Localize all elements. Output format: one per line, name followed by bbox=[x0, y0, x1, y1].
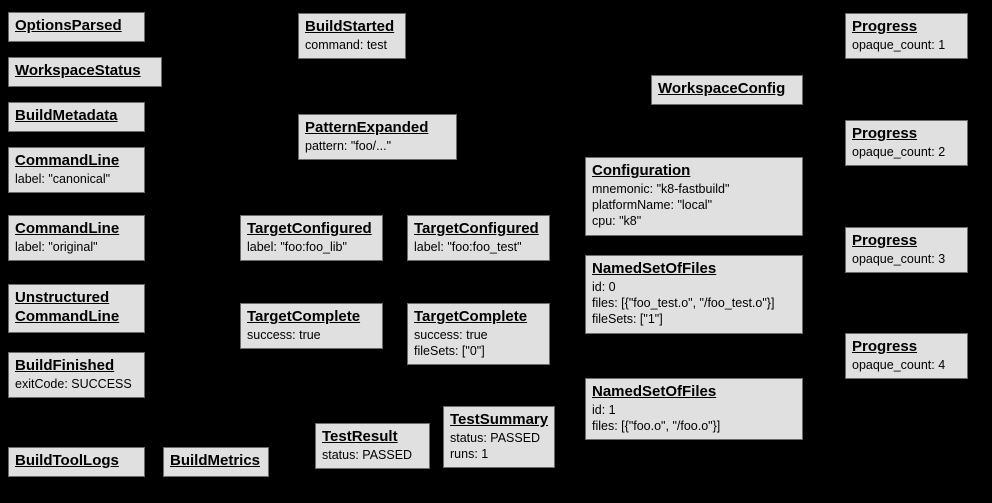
event-box-title: BuildMetrics bbox=[170, 452, 261, 469]
event-box-field: exitCode: SUCCESS bbox=[15, 376, 132, 391]
event-box-progress-3: Progress opaque_count: 3 bbox=[845, 227, 968, 273]
event-box-field: opaque_count: 3 bbox=[852, 251, 946, 266]
event-box-target-configured-foo-test: TargetConfigured label: "foo:foo_test" bbox=[407, 215, 550, 261]
event-box-target-configured-foo-lib: TargetConfigured label: "foo:foo_lib" bbox=[240, 215, 383, 261]
event-box-named-set-of-files-0: NamedSetOfFiles id: 0 files: [{"foo_test.o… bbox=[585, 255, 803, 334]
event-box-field: label: "canonical" bbox=[15, 171, 111, 186]
event-box-title: Progress bbox=[852, 338, 918, 355]
event-box-unstructured-command-line: Unstructured CommandLine bbox=[8, 284, 145, 333]
event-box-field: opaque_count: 2 bbox=[852, 144, 946, 159]
event-box-field: runs: 1 bbox=[450, 447, 489, 461]
event-box-title: Progress bbox=[852, 232, 918, 249]
event-box-build-finished: BuildFinished exitCode: SUCCESS bbox=[8, 352, 145, 398]
event-box-title: BuildMetadata bbox=[15, 107, 118, 124]
event-box-options-parsed: OptionsParsed bbox=[8, 12, 145, 42]
event-box-field: id: 0 bbox=[592, 279, 616, 294]
event-box-title: TargetConfigured bbox=[247, 220, 372, 237]
event-box-title: TargetComplete bbox=[247, 308, 361, 325]
event-box-field: success: true bbox=[414, 327, 488, 342]
event-box-title: TargetConfigured bbox=[414, 220, 539, 237]
event-box-field: cpu: "k8" bbox=[592, 214, 642, 229]
event-box-field: opaque_count: 4 bbox=[852, 357, 946, 372]
event-box-target-complete-foo-test: TargetComplete success: true fileSets: ["0… bbox=[407, 303, 550, 366]
event-box-test-summary: TestSummary status: PASSED runs: 1 bbox=[443, 406, 556, 469]
event-box-progress-4: Progress opaque_count: 4 bbox=[845, 333, 968, 379]
event-box-field: id: 1 bbox=[592, 402, 616, 417]
event-box-field: files: [{"foo.o", "/foo.o"}] bbox=[592, 419, 721, 433]
event-box-field: pattern: "foo/..." bbox=[305, 138, 392, 153]
event-box-field: mnemonic: "k8-fastbuild" bbox=[592, 181, 730, 196]
event-box-field: platformName: "local" bbox=[592, 198, 713, 212]
event-box-workspace-config: WorkspaceConfig bbox=[651, 75, 803, 105]
event-box-target-complete-foo-lib: TargetComplete success: true bbox=[240, 303, 383, 349]
event-box-title: PatternExpanded bbox=[305, 119, 429, 136]
event-box-command-line-original: CommandLine label: "original" bbox=[8, 215, 145, 261]
event-box-title: TestResult bbox=[322, 428, 398, 445]
event-box-title: Progress bbox=[852, 125, 918, 142]
event-box-title: Progress bbox=[852, 18, 918, 35]
event-box-title: WorkspaceStatus bbox=[15, 62, 141, 79]
event-box-title: CommandLine bbox=[15, 152, 120, 169]
event-box-field: label: "foo:foo_test" bbox=[414, 239, 522, 254]
event-box-build-started: BuildStarted command: test bbox=[298, 13, 406, 59]
event-box-title: OptionsParsed bbox=[15, 17, 122, 34]
event-box-field: status: PASSED bbox=[322, 447, 413, 462]
event-box-title: TargetComplete bbox=[414, 308, 528, 325]
event-box-progress-1: Progress opaque_count: 1 bbox=[845, 13, 968, 59]
event-box-title: Configuration bbox=[592, 162, 691, 179]
event-box-title: BuildToolLogs bbox=[15, 452, 119, 469]
event-box-title: Unstructured CommandLine bbox=[15, 289, 120, 325]
event-box-progress-2: Progress opaque_count: 2 bbox=[845, 120, 968, 166]
event-box-title: NamedSetOfFiles bbox=[592, 383, 717, 400]
event-box-field: fileSets: ["1"] bbox=[592, 312, 663, 327]
event-box-field: label: "original" bbox=[15, 239, 98, 254]
event-box-title: BuildStarted bbox=[305, 18, 395, 35]
event-box-named-set-of-files-1: NamedSetOfFiles id: 1 files: [{"foo.o", "/… bbox=[585, 378, 803, 441]
event-box-field: opaque_count: 1 bbox=[852, 37, 946, 52]
event-box-field: success: true bbox=[247, 327, 321, 342]
event-box-title: WorkspaceConfig bbox=[658, 80, 786, 97]
event-box-field: fileSets: ["0"] bbox=[414, 344, 485, 358]
event-box-build-metadata: BuildMetadata bbox=[8, 102, 145, 132]
event-box-title: NamedSetOfFiles bbox=[592, 260, 717, 277]
event-box-build-metrics: BuildMetrics bbox=[163, 447, 269, 477]
event-box-command-line-canonical: CommandLine label: "canonical" bbox=[8, 147, 145, 193]
event-box-workspace-status: WorkspaceStatus bbox=[8, 57, 162, 87]
event-box-test-result: TestResult status: PASSED bbox=[315, 423, 430, 469]
event-box-build-tool-logs: BuildToolLogs bbox=[8, 447, 145, 477]
event-box-title: TestSummary bbox=[450, 411, 549, 428]
event-box-title: CommandLine bbox=[15, 220, 120, 237]
event-box-title: BuildFinished bbox=[15, 357, 115, 374]
event-box-field: files: [{"foo_test.o", "/foo_test.o"}] bbox=[592, 296, 775, 310]
event-box-configuration: Configuration mnemonic: "k8-fastbuild" pla… bbox=[585, 157, 803, 236]
event-box-field: status: PASSED bbox=[450, 430, 541, 445]
event-box-field: label: "foo:foo_lib" bbox=[247, 239, 347, 254]
event-box-pattern-expanded: PatternExpanded pattern: "foo/..." bbox=[298, 114, 457, 160]
event-box-field: command: test bbox=[305, 37, 387, 52]
